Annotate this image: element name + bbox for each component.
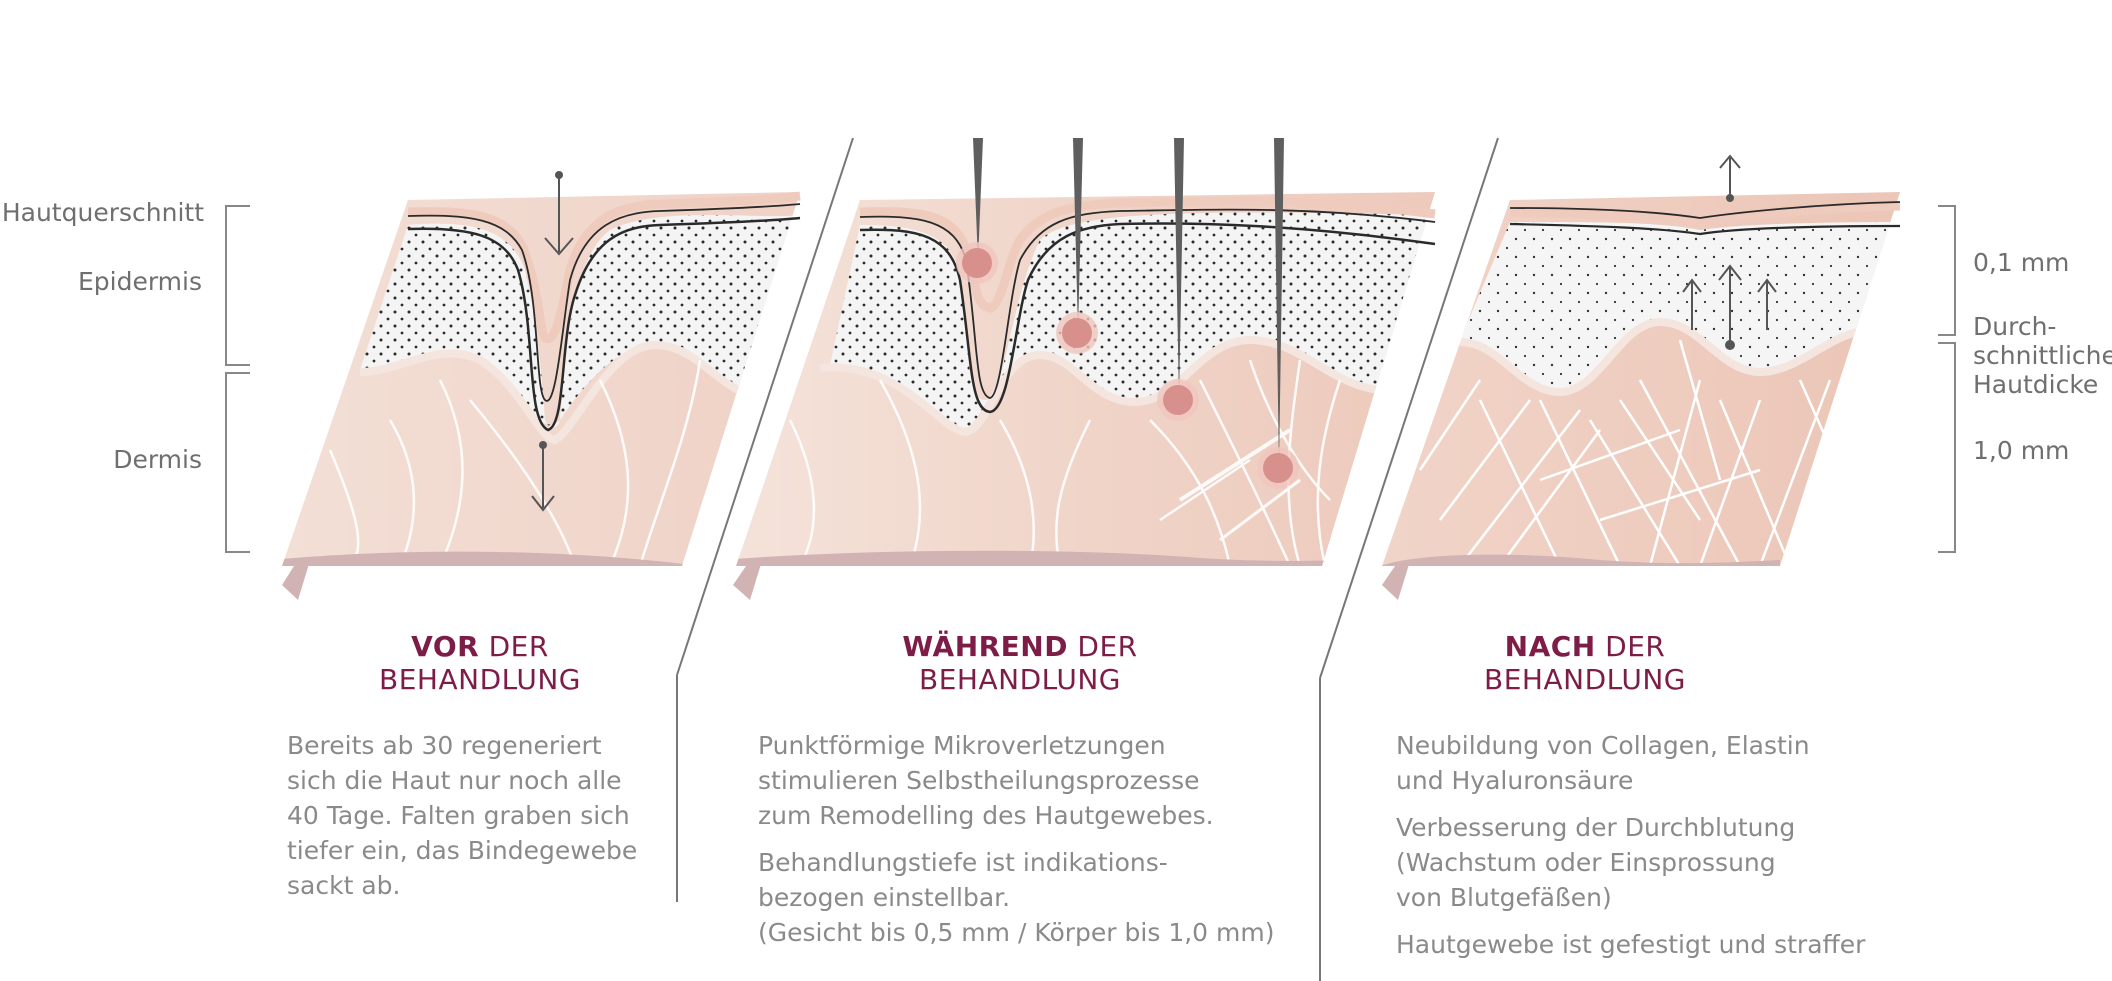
stage-title-after-rest: DER — [1605, 630, 1666, 663]
skin-surface-after — [1509, 201, 1901, 227]
label-epidermis: Epidermis — [77, 267, 202, 296]
stage-title-during-emph: WÄHREND — [902, 630, 1068, 663]
description-after-p2: Verbesserung der Durchblutung (Wachstum … — [1396, 813, 1796, 912]
description-after-p3: Hautgewebe ist gefestigt und straffer — [1396, 930, 1866, 959]
epidermis-layer-after — [1460, 222, 1900, 390]
stage-title-before-line2: BEHANDLUNG — [379, 663, 581, 696]
description-after: Neubildung von Collagen, Elastin und Hya… — [1396, 728, 1896, 974]
stage-title-before-rest: DER — [488, 630, 549, 663]
label-dermis: Dermis — [113, 445, 202, 474]
skin-surface-during — [859, 196, 1436, 313]
stage-title-before-emph: VOR — [411, 630, 480, 663]
description-during-p1: Punktförmige Mikroverletzungen stimulier… — [758, 731, 1214, 830]
divider-2-upper — [1319, 137, 1499, 679]
label-cross-section: Hautquerschnitt — [1, 198, 204, 227]
micro-injuries — [956, 242, 1299, 489]
epidermis-layer-during — [830, 212, 1435, 430]
stage-title-during: WÄHREND DER BEHANDLUNG — [870, 630, 1170, 696]
upward-arrows-after — [1682, 154, 1777, 350]
divider-1-upper — [676, 137, 854, 676]
description-during-p2: Behandlungstiefe ist indikations- bezoge… — [758, 848, 1275, 947]
description-after-p1: Neubildung von Collagen, Elastin und Hya… — [1396, 731, 1810, 795]
needle-4 — [1274, 138, 1284, 468]
stage-title-during-rest: DER — [1077, 630, 1138, 663]
description-during: Punktförmige Mikroverletzungen stimulier… — [758, 728, 1298, 962]
panel-during — [733, 138, 1436, 600]
skin-surface-before — [407, 191, 801, 344]
epidermis-layer-before — [360, 215, 800, 428]
stage-title-during-line2: BEHANDLUNG — [919, 663, 1121, 696]
stage-title-after-line2: BEHANDLUNG — [1484, 663, 1686, 696]
stage-title-before: VOR DER BEHANDLUNG — [330, 630, 630, 696]
right-depth-brackets — [1938, 205, 1956, 553]
description-before-p1: Bereits ab 30 regeneriert sich die Haut … — [287, 731, 638, 900]
micro-needles — [973, 138, 1284, 468]
label-epidermis-depth: 0,1 mm — [1973, 248, 2070, 277]
panel-after — [1382, 154, 1901, 600]
stage-title-after: NACH DER BEHANDLUNG — [1435, 630, 1735, 696]
description-before: Bereits ab 30 regeneriert sich die Haut … — [287, 728, 667, 915]
needle-2 — [1073, 138, 1083, 332]
left-layer-brackets — [225, 205, 250, 553]
needle-3 — [1174, 138, 1184, 400]
label-dermis-depth: 1,0 mm — [1973, 436, 2070, 465]
label-average-thickness: Durch- schnittliche Hautdicke — [1973, 312, 2112, 399]
stage-title-after-emph: NACH — [1504, 630, 1596, 663]
needle-1 — [973, 138, 983, 262]
